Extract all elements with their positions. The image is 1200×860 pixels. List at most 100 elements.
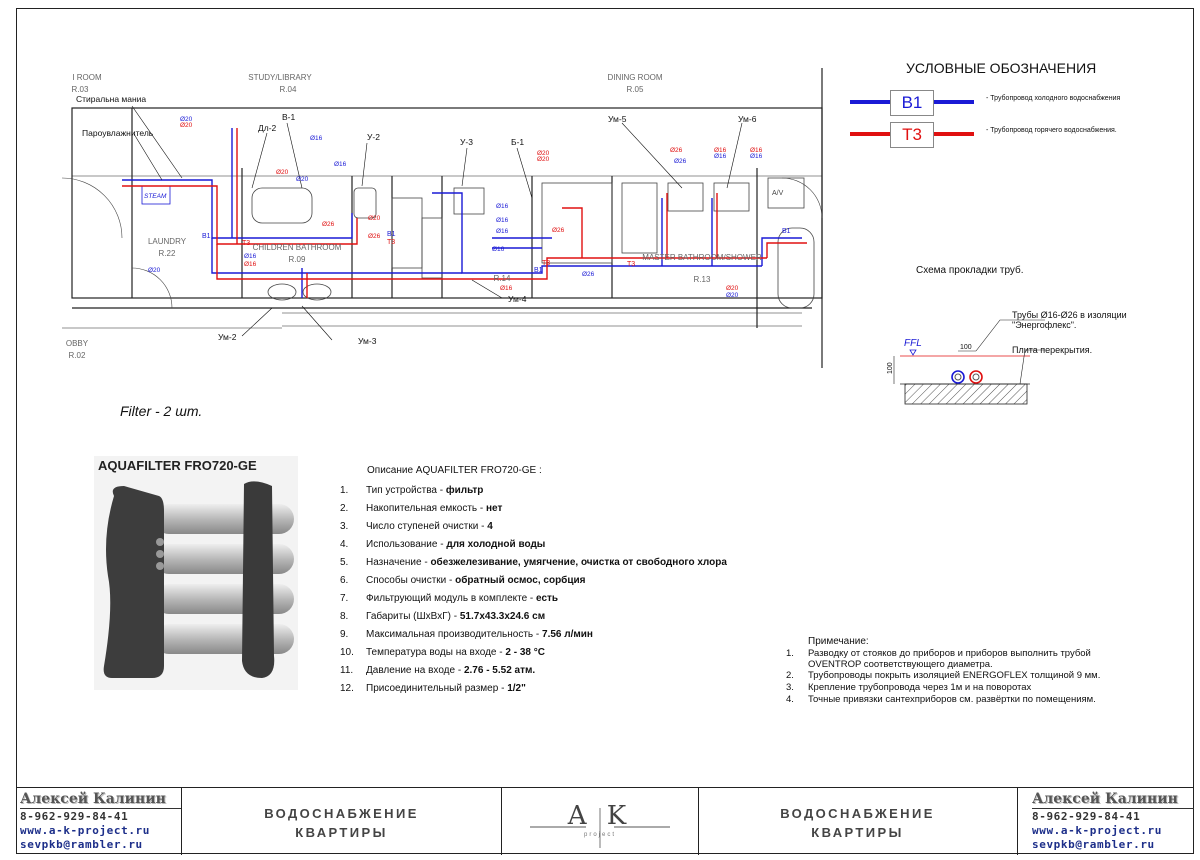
spec-item-label: Тип устройства -	[366, 485, 446, 496]
pipe-tag-hot-2: Т3	[387, 239, 395, 246]
product-image: AQUAFILTER FRO720-GE	[94, 456, 298, 690]
legend-cold-desc: - Трубопровод холодного водоснабжения	[986, 95, 1121, 102]
diameter-label: Ø16	[714, 153, 727, 160]
project-title-line1: ВОДОСНАБЖЕНИЕ	[780, 806, 935, 821]
pipe-tag-hot-3: Т3	[542, 260, 550, 267]
author-block-right: Алексей Калинин 8-962-929-84-41 www.a-k-…	[1018, 788, 1194, 855]
spec-item-value: есть	[536, 593, 559, 604]
ak-project-logo: A K project	[530, 801, 670, 848]
diameter-label: Ø20	[148, 267, 161, 274]
note-item: 3.Крепление трубопровода через 1м и на п…	[786, 682, 1100, 694]
note-number: 3.	[786, 682, 794, 693]
spec-title: Описание AQUAFILTER FRO720-GE :	[367, 465, 542, 476]
room-name-4: LAUNDRY	[148, 237, 187, 246]
diameter-label: Ø20	[180, 122, 193, 129]
diameter-label: Ø20	[296, 176, 309, 183]
room-name-7: MASTER BATHROOM/SHOWER	[642, 253, 762, 262]
label-um3: Ум-3	[358, 336, 377, 346]
pipe-section-diagram: FFL 100 100	[887, 319, 1045, 405]
dimension-vertical: 100	[887, 362, 894, 374]
author-site[interactable]: www.a-k-project.ru	[20, 824, 151, 837]
project-title-right: ВОДОСНАБЖЕНИЕ КВАРТИРЫ	[698, 788, 1018, 855]
spec-item-label: Давление на входе -	[366, 665, 464, 676]
diameter-label: Ø16	[244, 261, 257, 268]
diameter-label: Ø26	[582, 271, 595, 278]
author-name: Алексей Калинин	[20, 791, 166, 807]
spec-item-label: Температура воды на входе -	[366, 647, 506, 658]
spec-item-label: Габариты (ШхВхГ) -	[366, 611, 460, 622]
pipe-tag-cold-3: В1	[534, 267, 543, 274]
author-email[interactable]: sevpkb@rambler.ru	[20, 838, 143, 851]
note-item: 4.Точные привязки сантехприборов см. раз…	[786, 694, 1100, 706]
author-site[interactable]: www.a-k-project.ru	[1032, 824, 1163, 837]
diameter-label: Ø16	[496, 203, 509, 210]
drawing-frame	[16, 8, 1194, 854]
legend-item-hot: Т3 - Трубопровод горячего водоснабжения.	[850, 122, 1180, 148]
spec-item-value: 1/2"	[507, 683, 526, 694]
note-number: 1.	[786, 648, 794, 659]
spec-item-number: 8.	[340, 611, 349, 622]
spec-item-label: Фильтрующий модуль в комплекте -	[366, 593, 537, 604]
diameter-label: Ø20	[726, 292, 739, 299]
author-underline	[1032, 808, 1194, 809]
spec-item-number: 9.	[340, 629, 349, 640]
section-pipe-note-1: Трубы Ø16-Ø26 в изоляции	[1012, 310, 1127, 320]
diameter-label: Ø20	[537, 156, 550, 163]
spec-item-value: 2.76 - 5.52 атм.	[463, 665, 536, 676]
author-phone: 8-962-929-84-41	[20, 810, 129, 823]
spec-item-number: 11.	[340, 665, 354, 676]
spec-item-number: 5.	[340, 557, 349, 568]
diameter-label: Ø16	[750, 147, 763, 154]
note-text: Разводку от стояков до приборов и прибор…	[808, 648, 1091, 670]
spec-item-number: 10.	[340, 647, 354, 658]
diameter-label: Ø16	[500, 285, 513, 292]
pipe-tag-cold-4: В1	[782, 228, 791, 235]
room-code-8: R.02	[69, 351, 86, 360]
note-text: Трубопроводы покрыть изоляцией ENERGOFLE…	[808, 670, 1101, 681]
room-code-5: R.09	[289, 255, 306, 264]
spec-item-value: 7.56 л/мин	[542, 629, 593, 640]
diameter-label: Ø16	[496, 217, 509, 224]
filter-caption: Filter - 2 шт.	[120, 403, 203, 419]
spec-item-value: 51.7х43.3х24.6 см	[459, 611, 546, 622]
notes-list: 1. Разводку от стояков до приборов и приб…	[786, 648, 1100, 706]
spec-item-label: Использование -	[366, 539, 447, 550]
section-title: Схема прокладки труб.	[916, 265, 1024, 276]
label-um4: Ум-4	[508, 294, 527, 304]
room-name-3: DINING ROOM	[607, 73, 662, 82]
note-number: 2.	[786, 670, 794, 681]
project-title-left: ВОДОСНАБЖЕНИЕ КВАРТИРЫ	[182, 788, 502, 855]
label-steam-box: STEAM	[144, 193, 167, 200]
project-title-line1: ВОДОСНАБЖЕНИЕ	[264, 806, 419, 821]
spec-item-number: 7.	[340, 593, 349, 604]
author-email[interactable]: sevpkb@rambler.ru	[1032, 838, 1155, 851]
pipe-tag-hot-4: Т3	[627, 261, 635, 268]
author-name: Алексей Калинин	[1032, 791, 1178, 807]
room-code-3: R.05	[627, 85, 644, 94]
legend-title: УСЛОВНЫЕ ОБОЗНАЧЕНИЯ	[906, 60, 1097, 76]
section-slab-label: Плита перекрытия.	[1012, 345, 1093, 355]
room-name-2: STUDY/LIBRARY	[248, 73, 312, 82]
spec-item-value: обратный осмос, сорбция	[455, 575, 586, 586]
spec-item-number: 4.	[340, 539, 349, 550]
diameter-label: Ø20	[276, 169, 289, 176]
label-u2: У-2	[367, 132, 380, 142]
spec-item-label: Назначение -	[366, 557, 431, 568]
spec-item-value: 4	[487, 521, 493, 532]
diameter-label: Ø20	[180, 116, 193, 123]
diameter-label: Ø16	[492, 246, 505, 253]
spec-item-label: Число ступеней очистки -	[366, 521, 488, 532]
ffl-mark: FFL	[904, 338, 922, 349]
diameter-label: Ø16	[244, 253, 257, 260]
diameter-label: Ø16	[334, 161, 347, 168]
diameter-label: Ø16	[714, 147, 727, 154]
spec-item-value: фильтр	[445, 485, 484, 496]
diameter-label: Ø26	[368, 233, 381, 240]
diameter-label: Ø20	[537, 150, 550, 157]
logo-subtitle: project	[584, 832, 616, 838]
room-name-1: I ROOM	[72, 73, 102, 82]
label-u3: У-3	[460, 137, 473, 147]
dimension-horizontal: 100	[960, 344, 972, 351]
diameter-label: Ø26	[552, 227, 565, 234]
legend-item-cold: В1 - Трубопровод холодного водоснабжения	[850, 90, 1180, 116]
